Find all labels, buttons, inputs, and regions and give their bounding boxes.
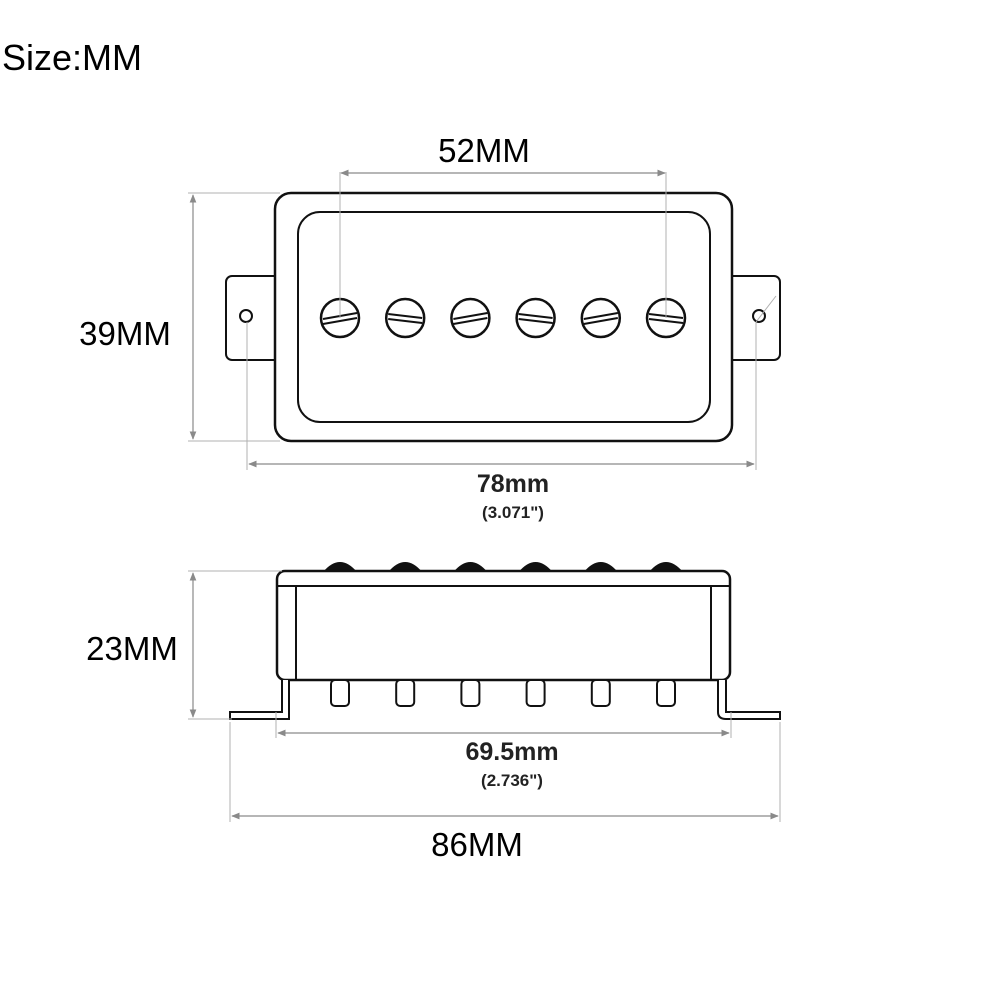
pole-top xyxy=(583,562,618,572)
pole-piece-icon xyxy=(384,297,426,339)
right-mounting-hole xyxy=(752,309,766,323)
top-view: 52MM 39MM 78mm (3.071") xyxy=(79,132,781,522)
pole-top xyxy=(649,562,683,572)
pole-top xyxy=(323,562,357,572)
pole-screw xyxy=(525,679,546,707)
pole-screw xyxy=(395,679,416,707)
pole-top xyxy=(518,562,553,572)
pole-screw xyxy=(590,679,611,707)
side-height-label: 23MM xyxy=(86,630,178,667)
page-title: Size:MM xyxy=(2,37,142,78)
pole-screw xyxy=(460,679,481,707)
pole-piece-icon xyxy=(450,297,491,339)
pole-screw xyxy=(656,679,676,707)
total-length-label: 86MM xyxy=(431,826,523,863)
pickup-body-side xyxy=(275,569,732,682)
pole-spacing-label: 52MM xyxy=(438,132,530,169)
length-inch-label: (3.071") xyxy=(482,503,544,522)
pole-screws-side xyxy=(330,679,676,707)
pole-top xyxy=(453,562,488,572)
pole-tops-side xyxy=(323,562,683,572)
left-mounting-foot xyxy=(229,680,290,720)
side-view: 23MM 69.5mm (2.736") 86MM xyxy=(86,562,781,863)
pole-screw xyxy=(330,679,350,707)
left-mounting-ear xyxy=(225,275,283,361)
pickup-cover xyxy=(297,211,711,423)
base-length-label: 69.5mm xyxy=(465,738,558,766)
left-mounting-hole xyxy=(239,309,253,323)
top-height-label: 39MM xyxy=(79,315,171,352)
length-label: 78mm xyxy=(477,470,549,498)
pole-top xyxy=(388,562,423,572)
pole-piece-icon xyxy=(515,297,556,339)
right-mounting-foot xyxy=(717,680,781,720)
base-length-inch-label: (2.736") xyxy=(481,771,543,790)
pole-piece-icon xyxy=(580,297,622,339)
